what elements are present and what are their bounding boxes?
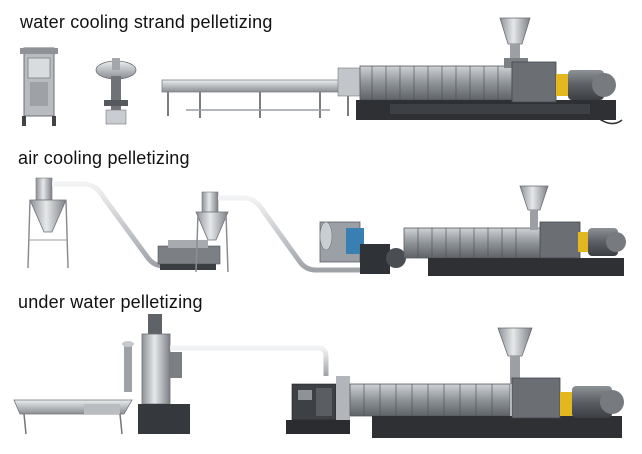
- air-pelletizer-icon: [157, 240, 221, 270]
- section-title-under-water: under water pelletizing: [18, 292, 203, 312]
- cyclone-hopper-icon: [195, 191, 229, 273]
- twin-screw-extruder-icon: [349, 327, 624, 438]
- water-cooling-line: [20, 17, 623, 126]
- die-face-cutter-icon: [319, 221, 406, 274]
- centrifugal-dryer-icon: [138, 314, 190, 434]
- strand-pelletizer-icon: [20, 47, 58, 126]
- air-cooling-line: [27, 177, 626, 276]
- under-water-line: [13, 314, 624, 438]
- twin-screw-extruder-icon: [337, 17, 623, 125]
- water-pipe: [170, 345, 329, 376]
- feed-pipe: [124, 344, 132, 392]
- underwater-cutter-icon: [286, 376, 350, 434]
- section-title-air-cooling: air cooling pelletizing: [18, 148, 190, 168]
- water-bath-icon: [161, 79, 355, 118]
- dryer-icon: [95, 58, 137, 125]
- conveying-pipe: [52, 181, 200, 269]
- section-title-water-cooling: water cooling strand pelletizing: [20, 12, 273, 32]
- vibrating-screen-icon: [13, 399, 133, 435]
- twin-screw-extruder-icon: [403, 185, 626, 276]
- cyclone-silo-icon: [27, 177, 69, 269]
